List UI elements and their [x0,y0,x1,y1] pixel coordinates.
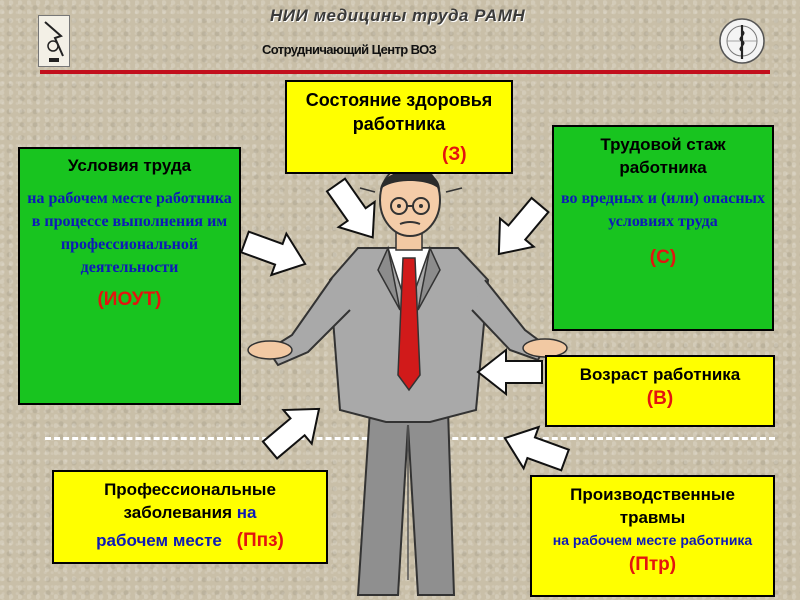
conditions-code: (ИОУТ) [97,289,162,310]
injuries-box: Производственные травмы на рабочем месте… [530,475,775,597]
diseases-title: Профессиональные заболевания на [62,478,318,524]
health-code: (З) [442,144,467,165]
institute-title: НИИ медицины труда РАМН [270,6,526,25]
conditions-box: Условия труда на рабочем месте работника… [18,147,241,405]
experience-body: во вредных и (или) опасных условиях труд… [560,190,766,230]
header-divider [40,70,770,74]
diseases-code: (Ппз) [236,530,284,551]
who-emblem-icon [718,17,766,65]
age-box: Возраст работника (В) [545,355,775,427]
institute-logo-icon [38,15,70,67]
experience-box: Трудовой стаж работника во вредных и (ил… [552,125,774,331]
health-box: Состояние здоровья работника (З) [285,80,513,174]
experience-code: (С) [649,247,677,268]
institute-subtitle: Сотрудничающий Центр ВОЗ [262,42,437,57]
diseases-box: Профессиональные заболевания на рабочем … [52,470,328,564]
experience-title: Трудовой стаж работника [600,135,726,177]
diseases-body: рабочем месте [96,531,222,550]
diseases-preposition: на [236,503,257,522]
injuries-code: (Птр) [628,554,677,575]
injuries-body: на рабочем месте работника [552,532,753,548]
health-title: Состояние здоровья работника [305,90,493,134]
age-code: (В) [646,388,674,409]
diseases-line: рабочем месте (Ппз) [62,530,318,552]
conditions-body: на рабочем месте работника в процессе вы… [27,190,232,276]
conditions-title: Условия труда [67,156,192,175]
worker-figure-icon [247,163,568,596]
injuries-title: Производственные травмы [570,485,735,527]
age-title: Возраст работника [579,365,741,384]
diseases-title-text: Профессиональные заболевания [104,480,276,522]
